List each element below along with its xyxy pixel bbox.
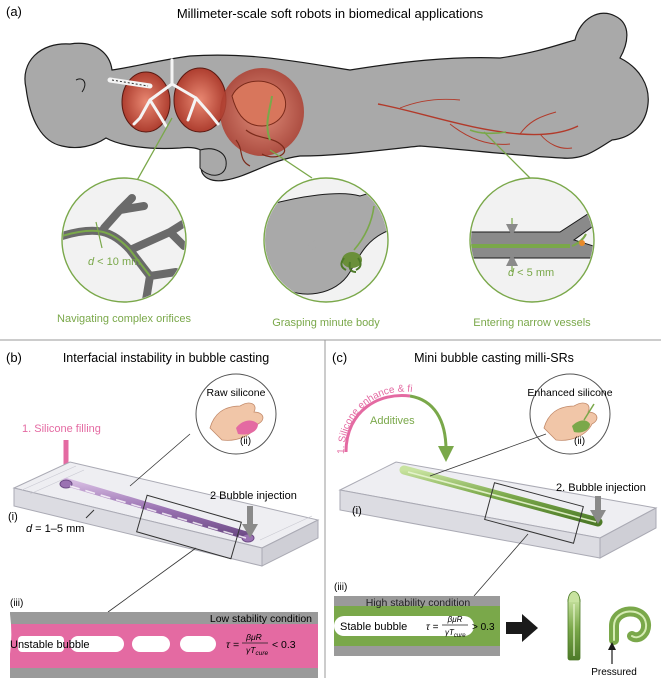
- callout-2-caption: Grasping minute body: [272, 317, 380, 329]
- panel-b-tau-den-sub: cure: [255, 650, 268, 657]
- panel-b-step1: 1. Silicone filling: [22, 423, 101, 435]
- unstable-bubble-2: [132, 636, 170, 652]
- panel-b-mold-tag: (i): [8, 511, 18, 523]
- human-body-silhouette: [25, 13, 648, 181]
- panel-b-dimension-rest: = 1–5 mm: [32, 523, 84, 535]
- panel-c-condition: High stability condition: [366, 597, 471, 609]
- panel-b: (b) Interfacial instability in bubble ca…: [6, 350, 318, 678]
- panel-a-title: Millimeter-scale soft robots in biomedic…: [177, 6, 484, 21]
- bent-soft-robot: [614, 611, 646, 640]
- panel-b-zoom-leader: [108, 548, 196, 612]
- panel-c-additives: Additives: [370, 415, 415, 427]
- svg-text:d < 10 mm: d < 10 mm: [88, 256, 140, 268]
- panel-a-tag: (a): [6, 4, 22, 19]
- panel-c-tag: (c): [332, 350, 347, 365]
- panel-b-mold: [14, 462, 318, 566]
- panel-c-mold: [340, 462, 656, 558]
- panel-c-tau-num: βμR: [447, 615, 463, 624]
- panel-c-step2: 2. Bubble injection: [556, 482, 646, 494]
- panel-c-tau-den-sub: cure: [454, 633, 466, 639]
- panel-b-step2: 2 Bubble injection: [210, 490, 297, 502]
- straight-soft-robot: [568, 592, 580, 661]
- panel-c-tau-lhs: τ =: [426, 622, 439, 633]
- panel-c-inset-tag: (ii): [574, 436, 585, 447]
- panel-b-tag: (b): [6, 350, 22, 365]
- panel-c-mold-tag: (i): [352, 505, 362, 517]
- panel-c-result-arrow: [506, 614, 538, 642]
- panel-b-inset-label: Raw silicone: [207, 387, 266, 399]
- panel-b-title: Interfacial instability in bubble castin…: [63, 351, 269, 365]
- callout-3-dimension-rest: < 5 mm: [514, 267, 554, 279]
- panel-b-bubble-label: Unstable bubble: [10, 639, 90, 651]
- panel-c-channel-tag: (iii): [334, 582, 347, 593]
- panel-a: (a) Millimeter-scale soft robots in biom…: [6, 4, 648, 329]
- panel-b-tau-num: βμR: [245, 632, 262, 642]
- panel-b-tau-lhs: τ =: [226, 639, 239, 651]
- panel-b-channel-tag: (iii): [10, 598, 23, 609]
- callout-1-caption: Navigating complex orifices: [57, 313, 191, 325]
- callout-airways: d < 10 mm Navigating complex orifices: [57, 178, 191, 325]
- panel-b-inset-tag: (ii): [240, 436, 251, 447]
- panel-c-title: Mini bubble casting milli-SRs: [414, 351, 574, 365]
- body-outline: [25, 13, 648, 181]
- panel-c-zoom-leader: [474, 534, 528, 596]
- callout-3-caption: Entering narrow vessels: [473, 317, 591, 329]
- svg-text:d = 1–5 mm: d = 1–5 mm: [26, 523, 84, 535]
- panel-b-condition: Low stability condition: [210, 613, 312, 625]
- callout-1-dimension-rest: < 10 mm: [94, 256, 140, 268]
- svg-text:d < 5 mm: d < 5 mm: [508, 267, 554, 279]
- panel-b-zoom-line: [130, 434, 190, 486]
- callout-grasping: Grasping minute body: [264, 178, 390, 329]
- panel-b-tau-rhs: < 0.3: [272, 639, 296, 651]
- callout-vessels: d < 5 mm Entering narrow vessels: [466, 178, 610, 329]
- unstable-bubble-3: [180, 636, 216, 652]
- panel-c-tau-rhs: > 0.3: [472, 622, 495, 633]
- panel-c-inset-label: Enhanced silicone: [527, 387, 612, 399]
- panel-c-bubble-label: Stable bubble: [340, 621, 407, 633]
- panel-c-pressured: Pressured: [591, 667, 637, 678]
- panel-c-arc-green: [410, 396, 446, 450]
